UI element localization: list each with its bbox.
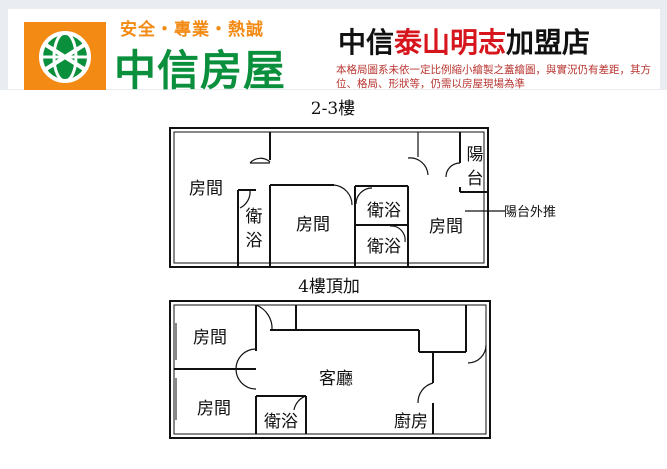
store-highlight: 泰山明志 [394,26,507,59]
floor-2-3-room-center: 房間 [296,215,330,235]
plan-background [0,90,667,469]
globe-logo-icon [24,22,106,92]
floor-4-plan [169,300,491,439]
slogan: 安全・專業・熱誠 [120,20,264,40]
floor-2-3-balcony-top: 陽 [467,145,484,165]
floor-4-bath: 衛浴 [264,412,298,432]
brand-name: 中信房屋 [114,46,287,95]
floor-2-3-balcony-bottom: 台 [467,169,484,189]
store-suffix: 加盟店 [506,26,591,59]
floor-4-outer-wall [169,300,491,439]
floor-2-3-bath-left-top: 衛 [246,207,263,227]
floor-2-3-bath-lower: 衛浴 [367,237,401,257]
store-name: 中信泰山明志加盟店 [338,21,590,61]
floor-2-3-outer-wall [169,127,489,268]
balcony-extension-note: 陽台外推 [504,205,556,220]
floor-2-3-bath-left-bottom: 浴 [246,231,263,251]
floor-4-room-lower: 房間 [197,399,231,419]
store-prefix: 中信 [338,26,395,59]
header-banner: 安全・專業・熱誠 中信房屋 中信泰山明志加盟店 本格局圖系未依一定比例縮小繪製之… [8,9,660,95]
floor-2-3-plan [169,127,505,268]
floor-2-3-room-left: 房間 [189,179,223,199]
floor-2-3-room-right: 房間 [429,217,463,237]
floor-4-living-room: 客廳 [319,369,353,389]
floor-4-title: 4樓頂加 [298,277,360,297]
floor-2-3-title: 2-3樓 [311,99,355,119]
floor-4-room-upper: 房間 [193,328,227,348]
disclaimer-text: 本格局圖系未依一定比例縮小繪製之蓋繪圖，與實況仍有差距，其方位、格局、形狀等，仍… [336,64,651,90]
floor-2-3-bath-upper: 衛浴 [367,201,401,221]
floor-4-kitchen: 廚房 [394,411,428,432]
